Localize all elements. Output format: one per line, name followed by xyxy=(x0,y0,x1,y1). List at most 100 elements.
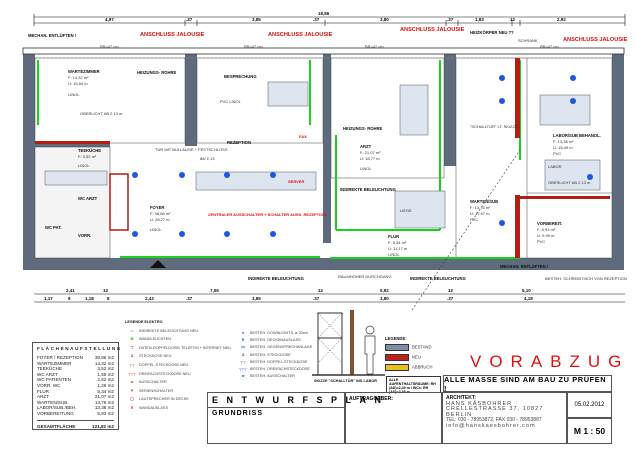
annotation-bb: BB=47 cm xyxy=(100,44,119,49)
legend-item: BESTAND xyxy=(412,344,432,350)
dim-label: 5,10 xyxy=(522,288,531,293)
annotation-heizung: HEIZUNGS- ROHRE xyxy=(137,70,177,75)
svg-text:VORBEREIT.: VORBEREIT. xyxy=(537,221,562,226)
legend-elektro-title: LEGENDE ELEKTRO xyxy=(125,320,163,324)
svg-text:TEEKÜCHE: TEEKÜCHE xyxy=(78,148,101,153)
legend-item: DATEN-DOPPELDOSE/ TELEFON + INTERNET NEU xyxy=(139,345,231,350)
svg-text:PVC LINOL: PVC LINOL xyxy=(220,99,242,104)
annotation-jalousie: ANSCHLUSS JALOUSIE xyxy=(140,32,205,38)
svg-text:F: 3,52 m²: F: 3,52 m² xyxy=(78,154,97,159)
area-value: 1,26 m2 xyxy=(97,382,114,388)
svg-text:F: 5,93 m²: F: 5,93 m² xyxy=(537,227,556,232)
annotation-indirekt: INDIREKTE BELEUCHTUNG xyxy=(410,276,466,281)
svg-text:LINOL: LINOL xyxy=(78,163,90,168)
architect-label: ARCHITEKT: xyxy=(446,395,476,401)
legend-item: AUSSCHALTER xyxy=(139,380,167,385)
plan-subtitle: GRUNDRISS xyxy=(212,410,264,417)
dim-label: 4,18 xyxy=(524,296,533,301)
switch-icon: ơ xyxy=(241,374,245,379)
plan-type: ENTWURFSPLAN xyxy=(208,393,381,408)
legend-item: SERIENSCHALTER xyxy=(139,388,174,393)
dim-label: .37 xyxy=(447,17,454,22)
dim-label: 4,97 xyxy=(105,17,114,22)
ceiling-outlet-icon: ✕ xyxy=(241,338,245,343)
dim-label: 12 xyxy=(510,17,516,22)
dim-label: 8 xyxy=(107,296,110,301)
area-room: LABOR/SUB./BEH. xyxy=(37,405,77,411)
svg-text:PVC: PVC xyxy=(470,217,478,222)
series-switch-icon: Ϋ xyxy=(130,388,134,393)
legend-swatch-neu xyxy=(385,354,409,361)
dim-label: 2,43 xyxy=(145,296,154,301)
legend-item: BESTEH. STECKDOSE xyxy=(250,352,291,357)
partitions xyxy=(34,57,613,259)
legend-item: NEU xyxy=(412,354,421,360)
annotation-bb: BB=47 cm xyxy=(244,44,263,49)
dim-total: 18,86 xyxy=(318,11,330,16)
legend-item: BESTEH. AUSSCHALTER xyxy=(250,374,295,379)
top-dimensions xyxy=(33,14,626,26)
architect-box: ARCHITEKT: HANS KÄSBOHRER CRELLESTRASSE … xyxy=(442,392,567,444)
entrance-marker xyxy=(150,260,166,268)
svg-text:U: 18,77 m: U: 18,77 m xyxy=(360,156,380,161)
room-wc-pat: WC PAT. xyxy=(45,225,62,230)
area-row: LABOR/SUB./BEH.13,38 m2 xyxy=(37,405,114,411)
room-wc-arzt: WC ARZT xyxy=(78,196,98,201)
annotation-tuer: TÜR MIT BULLAUGE + FESTSCHLOSS xyxy=(155,147,228,152)
dim-label: .37 xyxy=(313,296,320,301)
svg-text:LINOL: LINOL xyxy=(68,92,80,97)
speaker-icon: ◻ xyxy=(130,397,134,402)
architect-phone: TEL: 030 - 78953872, FAX 030 - 78953887 xyxy=(446,417,542,424)
annotation-bb: BB=47 cm xyxy=(365,44,384,49)
annotation-schrank: SCHRANK xyxy=(518,38,538,43)
svg-text:F: 5,34 m²: F: 5,34 m² xyxy=(388,240,407,245)
svg-text:U: 28,27 m: U: 28,27 m xyxy=(150,217,170,222)
annotation-heizkoerper: HEIZKÖRPER NEU ?? xyxy=(470,30,514,35)
legend-item: STECKDOSE NEU xyxy=(139,354,172,359)
legend-item: BESTEH. DREIFACHSTECKDOSE xyxy=(250,367,310,372)
floor-plan: 18,86 4,97 .37 3,85 .37 3,80 .37 1,93 12… xyxy=(22,11,628,310)
legend-item: WANDAUSLASS xyxy=(139,405,168,410)
dim-label: 1,17 xyxy=(44,296,53,301)
verify-dimensions-note: ALLE MASSE SIND AM BAU ZU PRÜFEN ! xyxy=(443,375,612,393)
room-height-note: ALLE AUFENTHALTSRÄUME: RH (AD)=2,49 m / … xyxy=(386,376,441,394)
area-value: 5,93 m2 xyxy=(97,410,114,416)
wall-light-icon: ⊗ xyxy=(130,337,134,342)
legend-item: BESTEH. GEGENSPRECHANLAGE xyxy=(250,345,313,350)
area-value: 5,34 m2 xyxy=(97,388,114,394)
legend-item: ABBRUCH xyxy=(412,364,433,370)
downlight-icon: ● xyxy=(241,331,245,335)
dim-label: 12 xyxy=(318,288,324,293)
svg-text:U: 17,97 m: U: 17,97 m xyxy=(470,211,490,216)
dim-label: 3,80 xyxy=(380,17,389,22)
svg-text:LABOR/SUB BEHANDL.: LABOR/SUB BEHANDL. xyxy=(553,133,601,138)
dim-label: 2,92 xyxy=(557,17,566,22)
new-walls xyxy=(35,58,610,258)
legend-swatch-abbruch xyxy=(385,364,409,371)
annotation-server: SERVER xyxy=(288,179,304,184)
indirect-light-icon: ═ xyxy=(130,328,134,333)
annotation-oberlicht: OBERLICHT AB 2,13 m xyxy=(80,111,123,116)
svg-text:U: 15,49 m: U: 15,49 m xyxy=(553,145,573,150)
switch-icon: ơ xyxy=(130,380,134,385)
annotation-zentral: ZENTRALER AUSSCHALTER + SCHALTER AUSS. R… xyxy=(208,212,326,217)
svg-text:LINOL: LINOL xyxy=(150,227,162,232)
annotation-liege: LIEGE xyxy=(400,208,412,213)
annotation-oberlicht: OBERLICHT AB 2,13 m xyxy=(548,180,591,185)
svg-text:F: 38,86 m²: F: 38,86 m² xyxy=(150,211,171,216)
svg-text:F: 13,38 m²: F: 13,38 m² xyxy=(553,139,574,144)
annotation-rezeption: REZEPTION xyxy=(227,140,251,145)
area-value: 2,62 m2 xyxy=(97,377,114,383)
area-room: WARTEZIMMER xyxy=(37,360,72,366)
area-room: FOYER / REZEPTION xyxy=(37,355,83,360)
